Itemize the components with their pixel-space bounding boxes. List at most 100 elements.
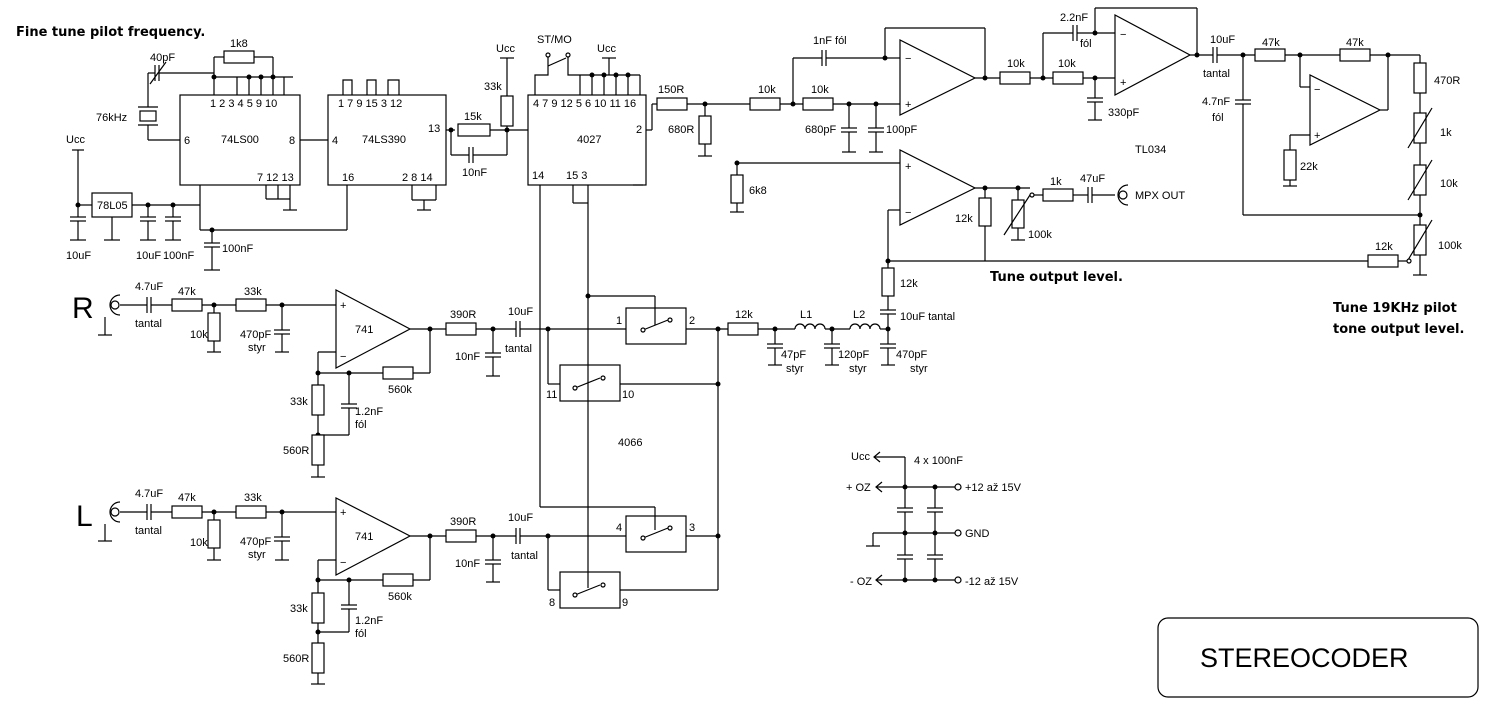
- label-trim1k: 1k: [1440, 127, 1452, 139]
- label-c10u-out: 10uF: [136, 250, 161, 262]
- label-stmo: ST/MO: [537, 34, 572, 46]
- switch-4066-b: [559, 364, 621, 402]
- label-c10n-l: 10nF: [455, 558, 480, 570]
- inductor-l1: [794, 323, 826, 330]
- opamp-741-l-label: 741: [355, 531, 373, 543]
- resistor-12k-a: [978, 197, 992, 227]
- resistor-150r: [656, 97, 688, 111]
- resistor-10k-r: [207, 312, 221, 342]
- label-styr-470p: styr: [910, 363, 928, 375]
- label-gnd: GND: [965, 528, 990, 540]
- channel-l-label: L: [76, 500, 93, 533]
- label-c100n-b: 100nF: [222, 243, 253, 255]
- label-mpx: MPX OUT: [1135, 190, 1185, 202]
- resistor-10k-c: [999, 71, 1031, 85]
- resistor-390r-r: [445, 322, 477, 336]
- ic-78l05-label: 78L05: [97, 200, 128, 212]
- opamp-l-minus: −: [340, 557, 346, 569]
- sw4-pin-left: 8: [549, 597, 555, 609]
- label-fol-r: fól: [355, 419, 367, 431]
- label-r33k-r: 33k: [244, 286, 262, 298]
- resistor-470r: [1413, 62, 1427, 94]
- resistor-47k-a: [1254, 48, 1286, 62]
- label-c680p: 680pF: [805, 124, 836, 136]
- ic-4027-pins-top: 4 7 9 12 5 6 10 11 16: [533, 98, 636, 110]
- label-r470: 470R: [1434, 75, 1460, 87]
- label-l2: L2: [853, 309, 865, 321]
- label-c40p: 40pF: [150, 52, 175, 64]
- label-c10u-tantal: 10uF tantal: [900, 311, 955, 323]
- label-ucc-ff: Ucc: [597, 43, 616, 55]
- label-r390-l: 390R: [450, 516, 476, 528]
- label-fol-c2n2: fól: [1080, 38, 1092, 50]
- input-r-jack[interactable]: [109, 294, 121, 316]
- resistor-560k-l: [382, 573, 414, 587]
- ic-4027-pin-right: 2: [636, 124, 642, 136]
- label-ucc-reg: Ucc: [66, 134, 85, 146]
- terminal-minus: [954, 576, 962, 584]
- opamp-d-plus: +: [905, 161, 911, 173]
- label-r47k-r: 47k: [178, 286, 196, 298]
- label-r560k-r: 560k: [388, 384, 412, 396]
- capacitor-c10u-in: [70, 205, 86, 241]
- terminal-plus: [954, 483, 962, 491]
- label-c10u-t: 10uF: [1210, 34, 1235, 46]
- st-mo-switch[interactable]: [545, 52, 571, 67]
- resistor-12k-b: [1367, 254, 1399, 268]
- label-r1k8: 1k8: [230, 38, 248, 50]
- ic-74ls00-label: 74LS00: [221, 134, 259, 146]
- resistor-560r-r: [311, 434, 325, 466]
- label-tantal-l: tantal: [135, 525, 162, 537]
- label-r560-r: 560R: [283, 445, 309, 457]
- ic-4027: [527, 94, 647, 186]
- label-r33k-fb-r: 33k: [290, 396, 308, 408]
- label-ucc-top: Ucc: [496, 43, 515, 55]
- resistor-560k-r: [382, 366, 414, 380]
- capacitor-c100n-reg: [165, 205, 181, 241]
- ic-tl034-label: TL034: [1135, 144, 1166, 156]
- resistor-47k-r: [171, 298, 203, 312]
- label-tantal-l2: tantal: [511, 550, 538, 562]
- label-c10u-r: 10uF: [508, 306, 533, 318]
- label-c10u-in: 10uF: [66, 250, 91, 262]
- sw3-pin-left: 4: [616, 522, 622, 534]
- resistor-47k-b: [1339, 48, 1371, 62]
- switch-4066-d: [559, 571, 621, 609]
- label-r6k8: 6k8: [749, 185, 767, 197]
- resistor-10k-l: [207, 519, 221, 549]
- title-text: STEREOCODER: [1200, 643, 1409, 673]
- sw1-pin-right: 2: [689, 315, 695, 327]
- label-r1k-out: 1k: [1050, 176, 1062, 188]
- note-tune-19k-line2: tone output level.: [1333, 322, 1464, 337]
- label-psu-caps: 4 x 100nF: [914, 455, 963, 467]
- label-c330p: 330pF: [1108, 107, 1139, 119]
- label-c10n-r: 10nF: [455, 351, 480, 363]
- sw4-pin-right: 9: [622, 597, 628, 609]
- label-styr-l: styr: [248, 549, 266, 561]
- label-xtal: 76kHz: [96, 112, 127, 124]
- note-fine-tune: Fine tune pilot frequency.: [16, 25, 205, 40]
- label-r390-r: 390R: [450, 309, 476, 321]
- opamp-r-minus: −: [340, 351, 346, 363]
- opamp-a-plus: +: [905, 99, 911, 111]
- label-r47k-l: 47k: [178, 492, 196, 504]
- ic-74ls390-pins-top: 1 7 9 15 3 12: [338, 98, 402, 110]
- label-r10k-b: 10k: [811, 84, 829, 96]
- label-r33k-l: 33k: [244, 492, 262, 504]
- resistor-15k: [457, 123, 491, 137]
- ic-4027-label: 4027: [577, 134, 601, 146]
- switch-4066-a: [625, 307, 687, 345]
- opamp-tl034-d: [899, 149, 977, 226]
- label-c120p: 120pF: [838, 349, 869, 361]
- ic-74ls00-pin-right: 8: [289, 135, 295, 147]
- title-box: [1157, 617, 1479, 698]
- label-r10k-l: 10k: [190, 537, 208, 549]
- label-c1n2-l: 1.2nF: [355, 615, 383, 627]
- ic-74ls00-pin-left: 6: [184, 135, 190, 147]
- opamp-741-r: [335, 289, 412, 369]
- mpx-out-jack[interactable]: [1117, 184, 1129, 206]
- input-l-jack[interactable]: [109, 501, 121, 523]
- label-fol-l: fól: [355, 628, 367, 640]
- resistor-1k-out: [1042, 188, 1074, 202]
- label-fol-c4n7: fól: [1212, 112, 1224, 124]
